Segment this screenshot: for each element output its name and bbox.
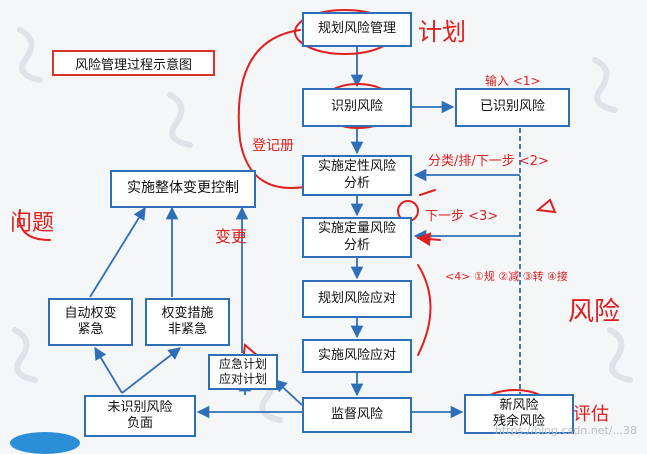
node-implement-risk-response[interactable]: 实施风险应对 (302, 339, 412, 373)
source-watermark: https://blog.csdn.net/...38 (494, 424, 637, 437)
flow-arrows (89, 47, 521, 419)
node-label-line1: 实施定性风险 (317, 159, 396, 175)
note-next-3: 下一步 <3> (425, 209, 498, 224)
note-problem: 问题 (10, 211, 54, 236)
note-risk: 风险 (568, 297, 620, 327)
node-label: 监督风险 (330, 406, 383, 422)
node-label: 实施整体变更控制 (127, 180, 239, 197)
node-label: 识别风险 (330, 99, 383, 115)
node-integrated-change-control[interactable]: 实施整体变更控制 (110, 170, 256, 208)
node-label-line1: 应急计划 (218, 357, 267, 371)
node-qualitative-analysis[interactable]: 实施定性风险 分析 (302, 155, 412, 196)
node-label-line2: 紧急 (77, 322, 104, 337)
node-label-line2: 负面 (126, 416, 153, 431)
node-plan-risk-management[interactable]: 规划风险管理 (302, 12, 412, 47)
node-label-line1: 实施定量风险 (317, 221, 396, 237)
node-label-line2: 非紧急 (167, 322, 207, 337)
node-label-line2: 应对计划 (218, 372, 267, 386)
node-label-line1: 自动权变 (64, 305, 117, 321)
note-reg: 登记册 (252, 138, 294, 154)
node-label: 规划风险管理 (317, 21, 396, 37)
node-identified-risks[interactable]: 已识别风险 (455, 88, 570, 127)
node-new-risk[interactable]: 新风险 残余风险 (464, 394, 574, 434)
node-label-line1: 权变措施 (161, 305, 214, 321)
node-label-line2: 分析 (343, 237, 370, 253)
handwritten-text: 计划 输入 <1> 分类/排/下一步 <2> 下一步 <3> <4> ①规 ②减… (10, 18, 620, 425)
node-workaround-measure[interactable]: 权变措施 非紧急 (145, 298, 230, 346)
node-label-line1: 未识别风险 (107, 399, 173, 415)
node-auto-workaround[interactable]: 自动权变 紧急 (48, 298, 133, 346)
node-identify-risk[interactable]: 识别风险 (302, 88, 412, 127)
node-unidentified-risk[interactable]: 未识别风险 负面 (84, 395, 196, 437)
diagram-title-text: 风险管理过程示意图 (74, 57, 192, 73)
node-monitor-risk[interactable]: 监督风险 (302, 397, 412, 433)
note-in-out-2: 分类/排/下一步 <2> (428, 154, 549, 169)
node-plan-risk-response[interactable]: 规划风险应对 (302, 280, 412, 318)
node-label-line1: 新风险 (499, 397, 539, 413)
node-contingency-plan[interactable]: 应急计划 应对计划 (208, 354, 278, 390)
note-plan: 计划 (418, 18, 466, 46)
diagram-title: 风险管理过程示意图 (52, 50, 215, 76)
node-label: 实施风险应对 (317, 347, 396, 363)
node-label: 已识别风险 (479, 99, 545, 115)
node-label-line2: 分析 (343, 175, 370, 191)
note-four-options: <4> ①规 ②减 ③转 ④接 (445, 269, 568, 283)
note-change-request: 变更 (215, 227, 247, 246)
note-in-out-1: 输入 <1> (485, 73, 541, 88)
node-label: 规划风险应对 (317, 290, 396, 306)
logo-fragment (10, 432, 80, 454)
node-label-line2: 残余风险 (492, 414, 545, 429)
node-quantitative-analysis[interactable]: 实施定量风险 分析 (302, 217, 412, 258)
